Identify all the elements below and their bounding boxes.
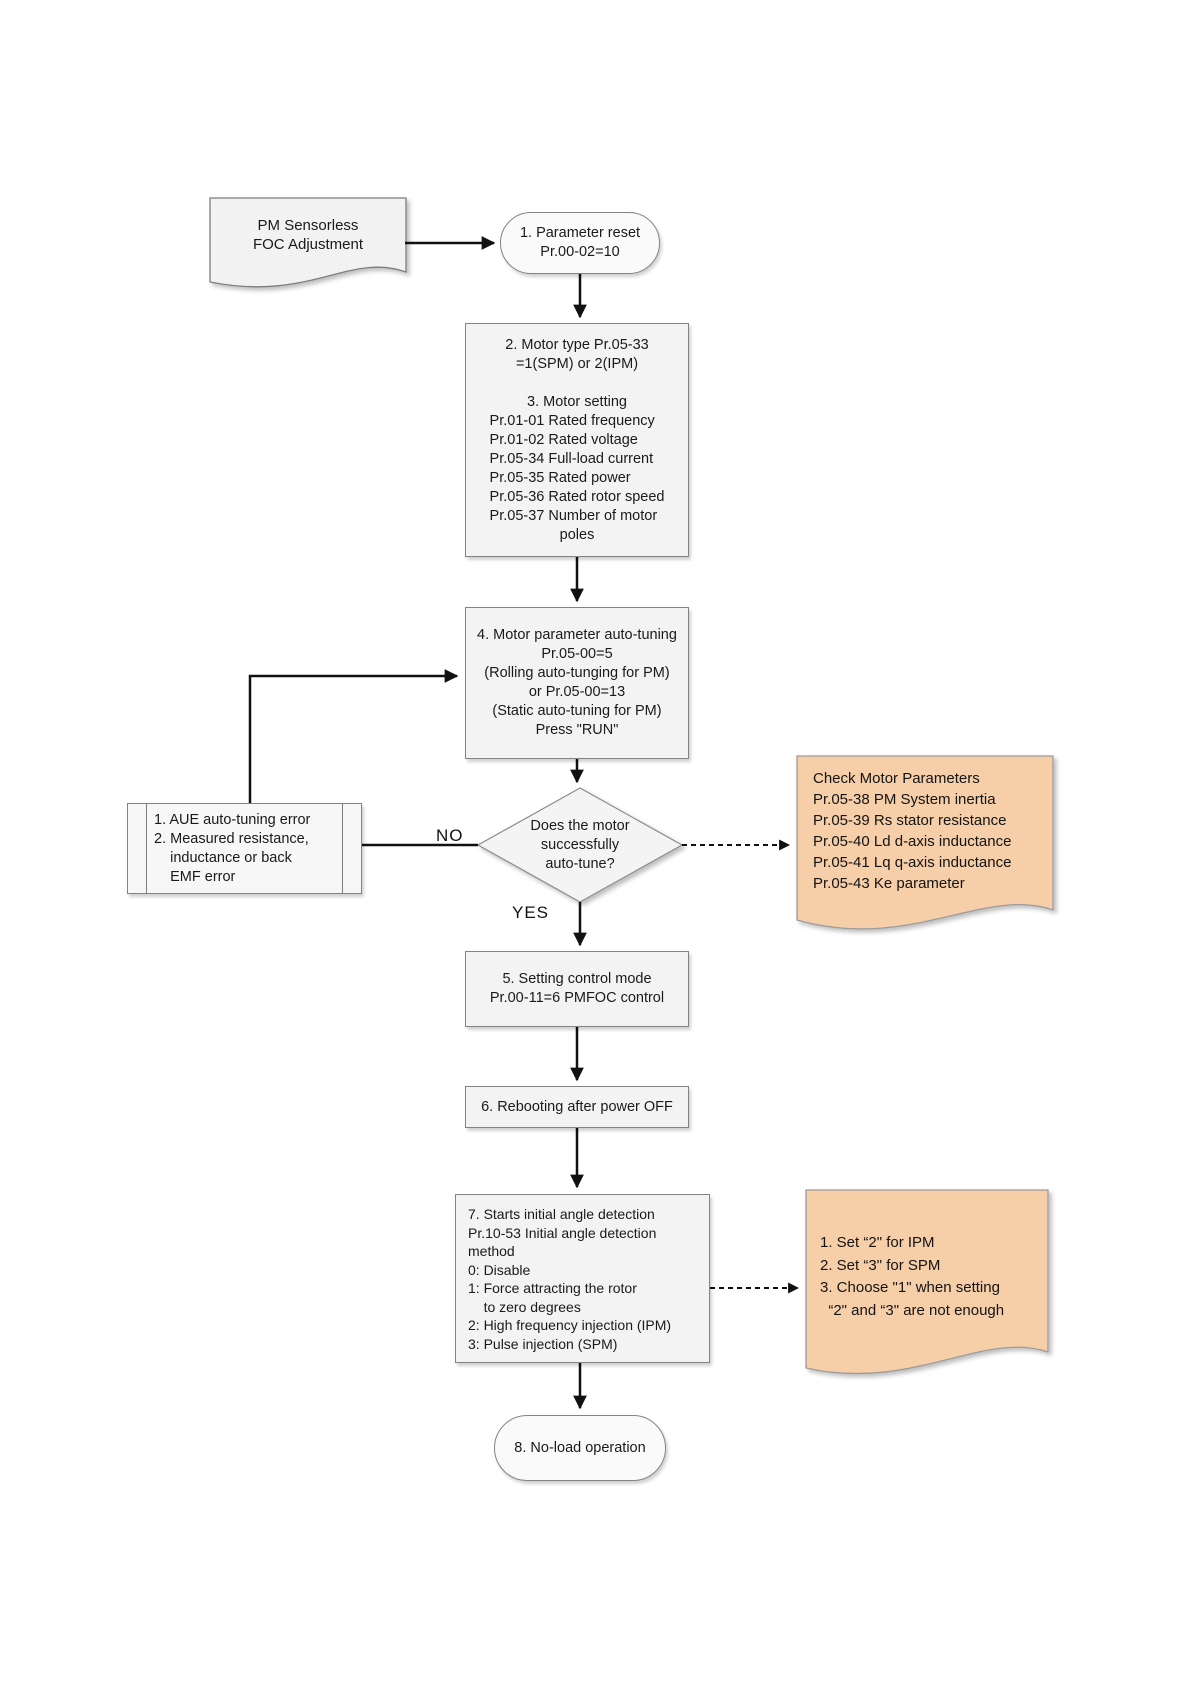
start-document-shape bbox=[209, 197, 407, 288]
angle-setting-note-label: 1. Set “2" for IPM 2. Set “3" for SPM 3.… bbox=[820, 1234, 1005, 1319]
step7-initial-angle-detection: 7. Starts initial angle detection Pr.10-… bbox=[455, 1194, 710, 1363]
inner-border-left bbox=[146, 804, 147, 893]
step2-3-head: 2. Motor type Pr.05-33 =1(SPM) or 2(IPM)… bbox=[505, 337, 649, 410]
step4-label: 4. Motor parameter auto-tuning Pr.05-00=… bbox=[477, 627, 677, 738]
check-motor-parameters-note-label: Check Motor Parameters Pr.05-38 PM Syste… bbox=[813, 770, 1012, 892]
error-note: 1. AUE auto-tuning error 2. Measured res… bbox=[127, 803, 362, 894]
step2-3-motor-setting: 2. Motor type Pr.05-33 =1(SPM) or 2(IPM)… bbox=[465, 323, 689, 557]
step5-control-mode: 5. Setting control mode Pr.00-11=6 PMFOC… bbox=[465, 951, 689, 1027]
step2-3-tail: poles bbox=[559, 527, 595, 543]
step6-reboot: 6. Rebooting after power OFF bbox=[465, 1086, 689, 1128]
error-note-label: 1. AUE auto-tuning error 2. Measured res… bbox=[154, 812, 311, 885]
angle-setting-note-shape bbox=[805, 1189, 1049, 1375]
step5-label: 5. Setting control mode Pr.00-11=6 PMFOC… bbox=[489, 971, 665, 1006]
step8-label: 8. No-load operation bbox=[514, 1439, 646, 1456]
no-label: NO bbox=[436, 826, 464, 845]
step8-no-load: 8. No-load operation bbox=[494, 1415, 666, 1481]
retry-line-to-step4 bbox=[248, 669, 459, 803]
step1-label: 1. Parameter reset Pr.00-02=10 bbox=[519, 225, 641, 260]
check-motor-parameters-note-shape bbox=[796, 755, 1054, 930]
start-document-label: PM Sensorless FOC Adjustment bbox=[252, 217, 364, 253]
step1-parameter-reset: 1. Parameter reset Pr.00-02=10 bbox=[500, 212, 660, 274]
step4-auto-tuning: 4. Motor parameter auto-tuning Pr.05-00=… bbox=[465, 607, 689, 759]
decision-auto-tune-label: Does the motor successfully auto-tune? bbox=[530, 817, 630, 872]
yes-label: YES bbox=[512, 903, 550, 922]
inner-border-right bbox=[342, 804, 343, 893]
step6-label: 6. Rebooting after power OFF bbox=[481, 1098, 673, 1115]
step2-3-parameter-list: Pr.01-01 Rated frequency Pr.01-02 Rated … bbox=[489, 413, 665, 524]
